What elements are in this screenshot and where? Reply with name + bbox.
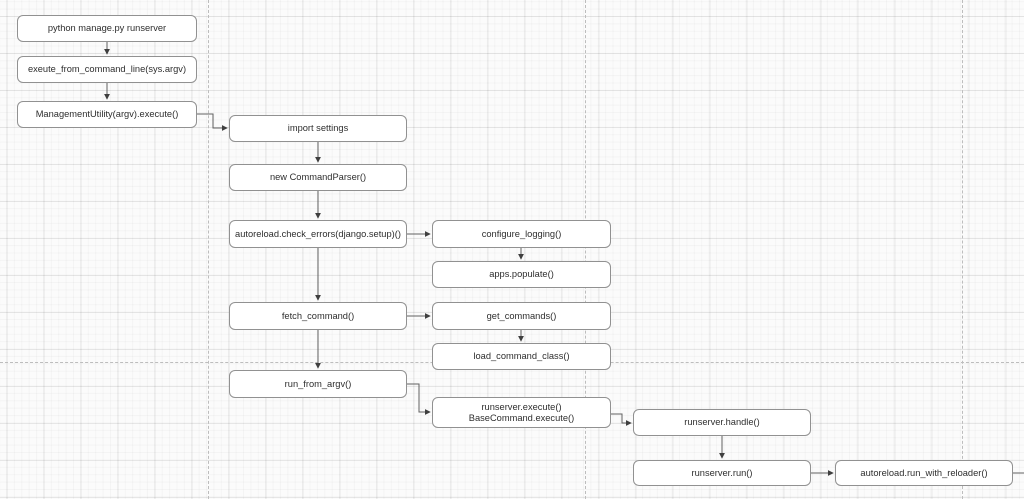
flow-node-management-utility-execute[interactable]: ManagementUtility(argv).execute() (17, 101, 197, 128)
connector-runserver-execute-to-runserver-handle (611, 413, 632, 426)
flow-node-execute-from-command-line[interactable]: exeute_from_command_line(sys.argv) (17, 56, 197, 83)
node-label: autoreload.run_with_reloader() (860, 467, 988, 478)
page-boundary-vertical (585, 0, 586, 499)
node-label: runserver.run() (691, 467, 753, 478)
flow-node-runserver-execute[interactable]: runserver.execute()BaseCommand.execute() (432, 397, 611, 428)
node-label: load_command_class() (473, 351, 570, 361)
flow-node-run-from-argv[interactable]: run_from_argv() (229, 370, 407, 398)
flow-node-import-settings[interactable]: import settings (229, 115, 407, 142)
flow-node-new-command-parser[interactable]: new CommandParser() (229, 164, 407, 191)
page-boundary-vertical (208, 0, 209, 499)
flow-node-autoreload-check-errors[interactable]: autoreload.check_errors(django.setup)() (229, 220, 407, 248)
node-label: python manage.py runserver (47, 23, 167, 33)
flow-node-runserver-run[interactable]: runserver.run() (633, 460, 811, 486)
flow-node-fetch-command[interactable]: fetch_command() (229, 302, 407, 330)
flow-node-manage-runserver[interactable]: python manage.py runserver (17, 15, 197, 42)
page-boundary-vertical (962, 0, 963, 499)
flow-node-runserver-handle[interactable]: runserver.handle() (633, 409, 811, 436)
node-label: run_from_argv() (284, 378, 352, 389)
flow-node-autoreload-run-with-reloader[interactable]: autoreload.run_with_reloader() (835, 460, 1013, 486)
node-label: apps.populate() (489, 269, 554, 279)
node-label: configure_logging() (481, 228, 562, 239)
node-label: exeute_from_command_line(sys.argv) (27, 64, 187, 74)
flow-node-configure-logging[interactable]: configure_logging() (432, 220, 611, 248)
connector-run-from-argv-to-runserver-execute (407, 383, 431, 415)
node-label: BaseCommand.execute() (468, 412, 575, 423)
node-label: get_commands() (486, 310, 557, 321)
flow-node-load-command-class[interactable]: load_command_class() (432, 343, 611, 370)
node-label: autoreload.check_errors(django.setup)() (235, 228, 401, 239)
flow-node-apps-populate[interactable]: apps.populate() (432, 261, 611, 288)
node-label: new CommandParser() (269, 172, 367, 182)
flow-node-get-commands[interactable]: get_commands() (432, 302, 611, 330)
node-label: ManagementUtility(argv).execute() (35, 109, 179, 119)
node-label: fetch_command() (281, 310, 355, 321)
connector-management-utility-to-import-settings (197, 113, 228, 131)
node-label: runserver.execute() (481, 401, 562, 412)
node-label: runserver.handle() (684, 417, 760, 427)
node-label: import settings (287, 123, 349, 133)
